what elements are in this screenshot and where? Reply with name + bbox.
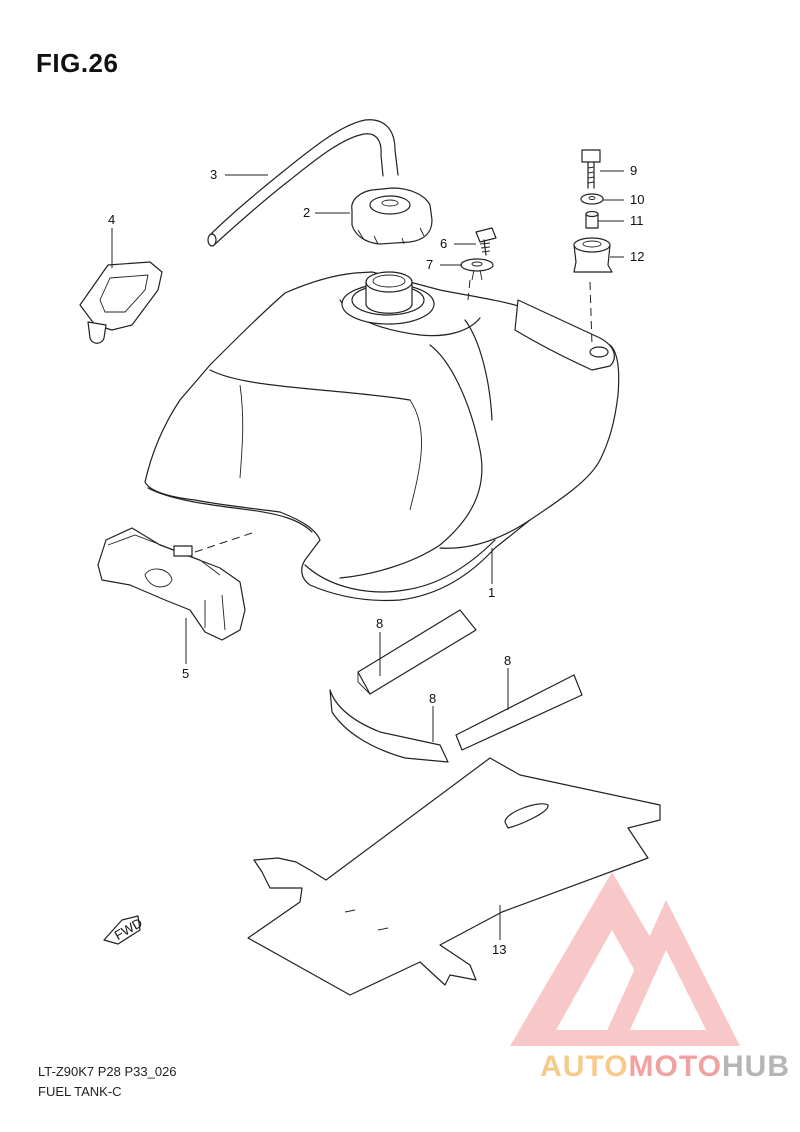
callout-6: 6 bbox=[440, 236, 447, 251]
part-10-washer bbox=[580, 193, 604, 205]
watermark-part-hub: HUB bbox=[722, 1050, 790, 1083]
callout-10: 10 bbox=[630, 192, 644, 207]
callout-8b: 8 bbox=[429, 691, 436, 706]
part-12-cushion bbox=[573, 237, 613, 273]
footer-figure-code: LT-Z90K7 P28 P33_026 bbox=[38, 1064, 177, 1079]
watermark-part-auto: AUTO bbox=[540, 1050, 629, 1083]
callout-8a: 8 bbox=[376, 616, 383, 631]
watermark-text: AUTOMOTOHUB bbox=[540, 1050, 790, 1084]
callout-1: 1 bbox=[488, 585, 495, 600]
part-8-cushion-pad-c bbox=[455, 674, 583, 751]
part-8-cushion-pad-b bbox=[329, 689, 449, 763]
fwd-label: FWD bbox=[112, 915, 145, 943]
callout-leaders bbox=[111, 170, 624, 940]
part-8-cushion-pad-a bbox=[357, 609, 477, 695]
callout-9: 9 bbox=[630, 163, 637, 178]
part-13-guard-sheet bbox=[247, 757, 661, 996]
callout-4: 4 bbox=[108, 212, 115, 227]
part-11-collar bbox=[585, 210, 599, 229]
footer-figure-name: FUEL TANK-C bbox=[38, 1084, 122, 1099]
part-3-breather-hose bbox=[207, 119, 399, 247]
callout-11: 11 bbox=[630, 213, 644, 228]
figure-title: FIG.26 bbox=[36, 48, 119, 78]
callout-5: 5 bbox=[182, 666, 189, 681]
part-2-fuel-cap bbox=[351, 187, 433, 245]
callout-2: 2 bbox=[303, 205, 310, 220]
part-1-fuel-tank bbox=[144, 271, 620, 602]
watermark-part-moto: MOTO bbox=[628, 1050, 722, 1083]
part-5-tank-bracket bbox=[97, 527, 246, 641]
part-6-bolt bbox=[475, 227, 497, 256]
callout-numbers: 3 2 4 5 6 7 1 8 8 8 9 10 11 12 13 bbox=[108, 163, 644, 957]
callout-3: 3 bbox=[210, 167, 217, 182]
fwd-arrow-icon: FWD bbox=[103, 915, 145, 945]
part-9-bolt bbox=[581, 149, 601, 189]
callout-8c: 8 bbox=[504, 653, 511, 668]
callout-12: 12 bbox=[630, 249, 644, 264]
callout-7: 7 bbox=[426, 257, 433, 272]
part-7-washer bbox=[460, 258, 494, 281]
assembly-lines bbox=[194, 279, 593, 553]
callout-13: 13 bbox=[492, 942, 506, 957]
part-4-bracket bbox=[79, 261, 163, 344]
watermark-logo bbox=[510, 872, 740, 1046]
